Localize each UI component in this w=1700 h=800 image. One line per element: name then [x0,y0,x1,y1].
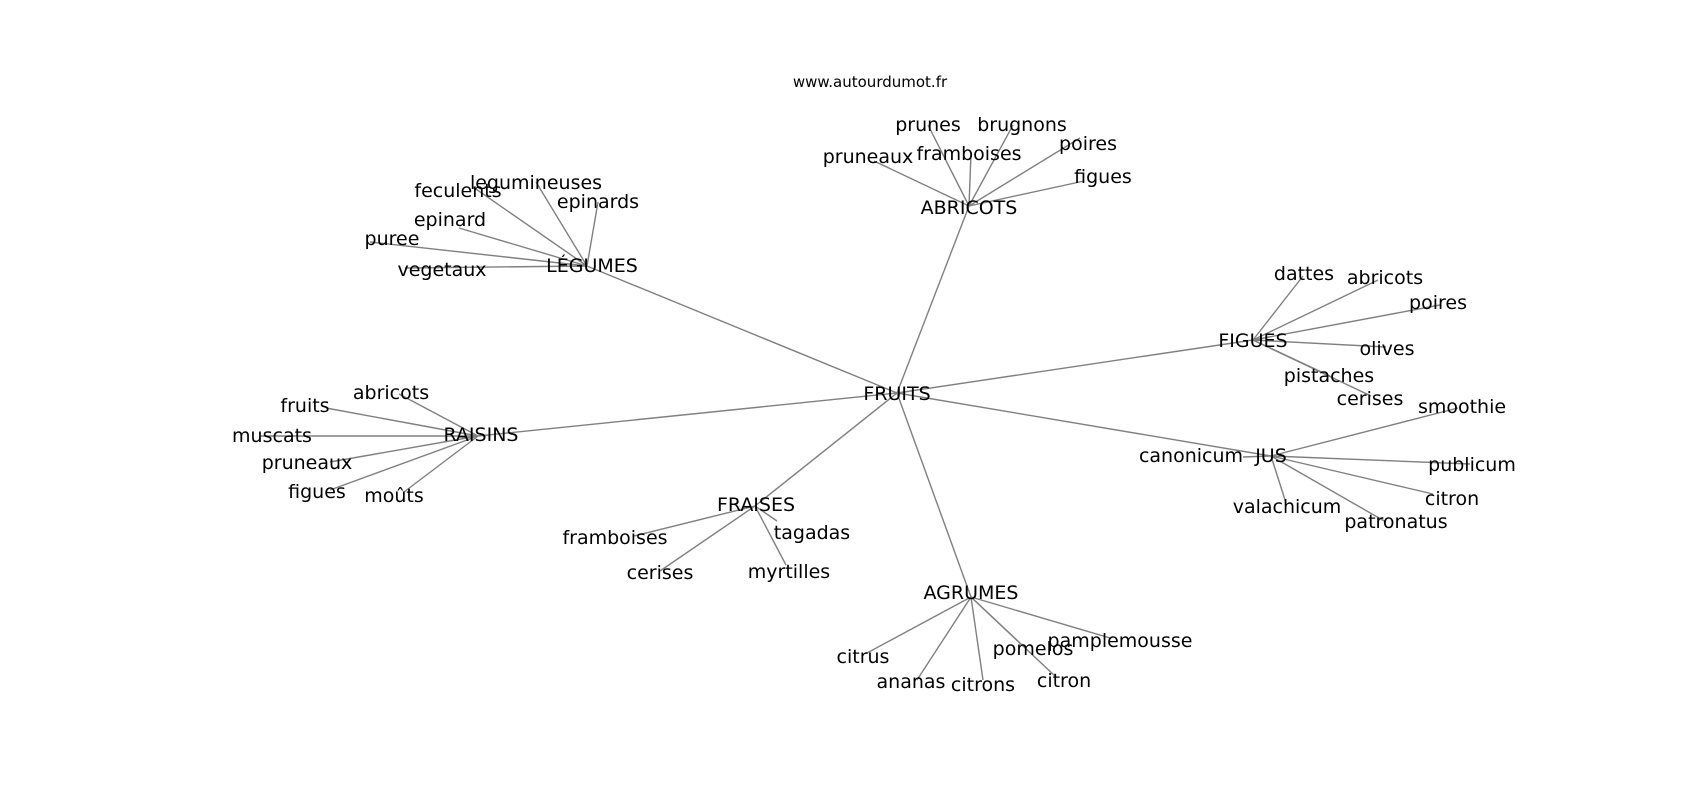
edge-center-raisins [477,392,898,437]
leaf-node-raisins-4[interactable]: figues [288,481,346,503]
leaf-node-fraises-2[interactable]: cerises [627,562,694,584]
edge-abricots-0 [927,124,970,207]
edge-fraises-1 [754,505,778,522]
edge-jus-0 [1270,407,1459,457]
edge-abricots-4 [873,160,970,207]
leaf-node-legumes-3[interactable]: epinard [414,209,486,231]
leaf-node-fraises-0[interactable]: framboises [562,527,667,549]
leaf-node-agrumes-3[interactable]: ananas [877,671,946,693]
leaf-node-jus-5[interactable]: patronatus [1344,511,1447,533]
edges-layer [260,124,1471,681]
edge-fraises-3 [754,505,787,566]
edge-raisins-1 [325,407,479,437]
edge-center-jus [896,392,1272,457]
edge-figues-5 [1252,339,1372,397]
edge-figues-0 [1252,275,1304,341]
leaf-node-abricots-3[interactable]: poires [1059,133,1117,155]
leaf-node-agrumes-5[interactable]: citron [1037,670,1091,692]
leaf-node-jus-2[interactable]: publicum [1428,454,1516,476]
edge-legumes-1 [535,181,588,267]
leaf-node-raisins-1[interactable]: fruits [280,395,329,417]
edge-jus-2 [1270,455,1471,465]
edge-center-abricots [896,205,970,394]
edge-agrumes-2 [866,596,972,654]
edge-legumes-3 [458,227,588,267]
edge-agrumes-3 [916,596,972,681]
edge-figues-2 [1252,304,1441,341]
edge-raisins-5 [403,435,479,493]
edge-raisins-0 [398,393,479,437]
edge-center-figues [896,339,1254,394]
edge-figues-1 [1252,279,1379,341]
leaf-node-agrumes-2[interactable]: citrus [837,646,890,668]
edge-abricots-1 [968,124,1014,207]
hub-node-raisins[interactable]: RAISINS [444,424,519,446]
leaf-node-raisins-3[interactable]: pruneaux [262,452,353,474]
edge-center-agrumes [896,392,972,598]
hub-node-abricots[interactable]: ABRICOTS [921,197,1018,219]
leaf-node-figues-0[interactable]: dattes [1274,263,1334,285]
edge-jus-4 [1270,455,1287,504]
leaf-node-figues-4[interactable]: pistaches [1284,365,1374,387]
leaf-node-legumes-0[interactable]: feculents [414,180,501,202]
leaf-node-fraises-1[interactable]: tagadas [774,522,850,544]
leaf-node-legumes-4[interactable]: puree [365,228,420,250]
leaf-node-figues-2[interactable]: poires [1409,292,1467,314]
hub-node-legumes[interactable]: LÉGUMES [546,254,638,277]
leaf-node-jus-0[interactable]: smoothie [1418,396,1506,418]
leaf-node-abricots-2[interactable]: framboises [916,143,1021,165]
hub-node-agrumes[interactable]: AGRUMES [924,582,1019,604]
leaf-node-abricots-4[interactable]: pruneaux [823,146,914,168]
edge-agrumes-4 [970,596,984,681]
edge-raisins-3 [329,435,479,463]
edge-jus-5 [1270,455,1387,523]
edge-jus-1 [1242,455,1272,458]
edge-legumes-2 [586,201,599,267]
leaf-node-legumes-2[interactable]: epinards [557,191,639,213]
leaf-node-figues-1[interactable]: abricots [1347,267,1423,289]
leaf-node-agrumes-0[interactable]: pamplemousse [1048,630,1193,652]
leaf-node-raisins-5[interactable]: moûts [364,485,424,507]
leaf-node-figues-5[interactable]: cerises [1337,388,1404,410]
edge-raisins-4 [329,435,479,491]
edge-legumes-5 [404,265,588,269]
edge-abricots-3 [968,137,1081,207]
leaf-node-legumes-5[interactable]: vegetaux [397,259,486,281]
edge-figues-3 [1252,339,1387,348]
leaf-node-agrumes-4[interactable]: citrons [951,674,1015,696]
hub-node-fraises[interactable]: FRAISES [717,494,795,516]
hub-node-figues[interactable]: FIGUES [1218,330,1287,352]
center-node-label[interactable]: FRUITS [863,383,930,405]
edge-jus-3 [1270,455,1434,495]
edge-fraises-0 [633,505,756,537]
leaf-node-jus-1[interactable]: canonicum [1139,445,1243,467]
leaf-node-jus-4[interactable]: valachicum [1233,496,1342,518]
leaf-node-fraises-3[interactable]: myrtilles [748,561,830,583]
leaf-node-abricots-5[interactable]: figues [1074,166,1132,188]
edge-agrumes-0 [970,596,1111,639]
leaf-node-abricots-1[interactable]: brugnons [977,114,1067,136]
leaf-node-jus-3[interactable]: citron [1425,488,1479,510]
site-credit[interactable]: www.autourdumot.fr [793,73,948,91]
edge-abricots-5 [968,180,1085,207]
edge-center-legumes [586,265,898,394]
edge-legumes-4 [369,241,588,267]
edge-abricots-2 [968,152,972,207]
leaf-node-agrumes-1[interactable]: pomelos [993,638,1074,660]
edge-center-fraises [754,392,898,507]
edge-agrumes-5 [970,596,1057,678]
leaf-node-raisins-2[interactable]: muscats [232,425,312,447]
leaf-node-raisins-0[interactable]: abricots [353,382,429,404]
edge-legumes-0 [472,186,588,267]
edge-fraises-2 [659,505,756,572]
leaf-node-legumes-1[interactable]: legumineuses [470,172,602,194]
leaf-node-figues-3[interactable]: olives [1359,338,1414,360]
hub-node-jus[interactable]: JUS [1254,445,1287,467]
leaf-node-abricots-0[interactable]: prunes [895,114,961,136]
